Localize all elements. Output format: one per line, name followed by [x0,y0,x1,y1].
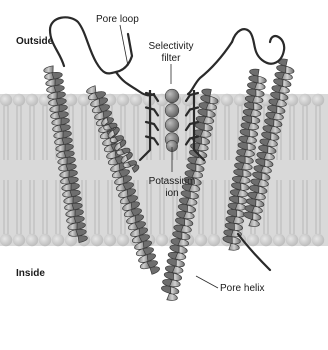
lipid-head-top [221,94,233,106]
lipid-head-bottom [299,234,311,246]
lipid-head-bottom [312,234,324,246]
lipid-head-bottom [208,234,220,246]
lipid-head-bottom [0,234,12,246]
potassium-ion [165,104,179,118]
lipid-head-bottom [156,234,168,246]
lipid-head-top [299,94,311,106]
lipid-head-bottom [26,234,38,246]
pore-helix-label: Pore helix [220,283,264,294]
inside-label: Inside [16,268,45,279]
pore-loop-label: Pore loop [96,14,139,25]
left-pore-loop [50,17,132,73]
potassium-ion [165,118,179,132]
lipid-head-top [0,94,12,106]
lipid-head-top [312,94,324,106]
lipid-head-top [65,94,77,106]
lipid-head-top [13,94,25,106]
lipid-head-bottom [247,234,259,246]
lipid-head-top [117,94,129,106]
lipid-head-top [130,94,142,106]
selectivity-filter-label-line1: Selectivity [148,41,193,52]
pore-loop-leader [120,25,128,66]
lipid-head-bottom [273,234,285,246]
potassium-ion-label-line2: ion [165,188,178,199]
helix-turn [249,69,259,83]
outside-label: Outside [16,36,54,47]
lipid-head-bottom [104,234,116,246]
potassium-ion [165,89,179,103]
lipid-head-top [182,94,194,106]
lipid-head-bottom [91,234,103,246]
lipid-head-bottom [52,234,64,246]
lipid-head-top [286,94,298,106]
pore-helix-leader [196,276,218,288]
right-pore-loop [232,29,284,63]
selectivity-filter-label-line2: filter [162,53,182,64]
lipid-head-bottom [13,234,25,246]
lipid-head-bottom [195,234,207,246]
lipid-head-bottom [117,234,129,246]
lipid-head-top [26,94,38,106]
lipid-head-bottom [260,234,272,246]
pore-loop-left-branch [116,72,154,95]
lipid-head-top [78,94,90,106]
potassium-ion-label-line1: Potassium [149,176,196,187]
lipid-head-bottom [39,234,51,246]
lipid-head-bottom [286,234,298,246]
pore-loop-right-branch [188,42,232,94]
